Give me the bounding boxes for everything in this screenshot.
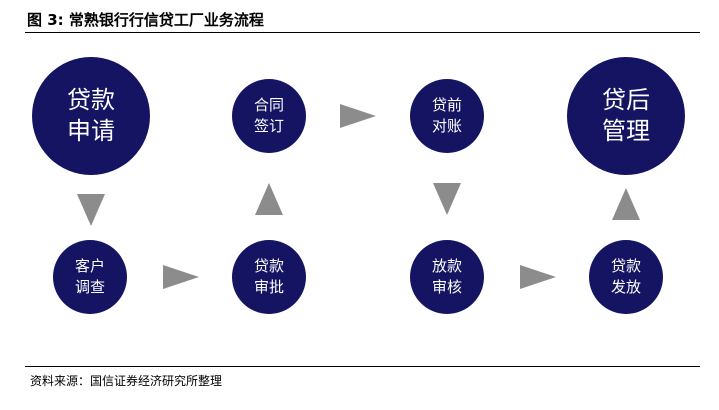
node-post-loan-management: 贷后 管理: [567, 57, 685, 175]
node-label-line1: 贷款: [253, 257, 284, 275]
node-label-line1: 贷后: [602, 86, 650, 114]
node-label-line1: 合同: [253, 96, 284, 114]
node-label-line2: 审批: [253, 278, 284, 296]
arrow-up-icon: [255, 183, 283, 215]
node-label-line2: 发放: [610, 278, 641, 296]
arrow-right-icon: [520, 265, 556, 289]
node-label-line1: 贷前: [431, 96, 462, 114]
node-label-line2: 审核: [431, 278, 462, 296]
node-label-line1: 放款: [431, 257, 462, 275]
arrow-up-icon: [612, 188, 640, 220]
footer-divider: [25, 366, 700, 367]
node-disbursement-review: 放款 审核: [410, 240, 484, 314]
arrow-down-icon: [77, 194, 105, 226]
figure-title: 图 3: 常熟银行行信贷工厂业务流程: [27, 11, 264, 29]
arrow-right-icon: [340, 104, 376, 128]
node-contract-signing: 合同 签订: [232, 79, 306, 153]
node-label-line2: 管理: [602, 117, 650, 145]
arrow-right-icon: [163, 265, 199, 289]
figure-source: 资料来源：国信证券经济研究所整理: [30, 374, 223, 388]
node-customer-survey: 客户 调查: [53, 240, 127, 314]
arrow-down-icon: [433, 183, 461, 215]
node-label-line2: 对账: [431, 117, 462, 135]
node-loan-approval: 贷款 审批: [232, 240, 306, 314]
node-label-line1: 贷款: [610, 257, 641, 275]
node-label-line1: 贷款: [67, 86, 115, 114]
node-label-line2: 签订: [253, 117, 284, 135]
node-pre-loan-reconciliation: 贷前 对账: [410, 79, 484, 153]
figure-header: 图 3: 常熟银行行信贷工厂业务流程: [25, 4, 700, 33]
node-loan-disbursement: 贷款 发放: [589, 240, 663, 314]
node-label-line1: 客户: [74, 257, 105, 275]
node-loan-application: 贷款 申请: [32, 57, 150, 175]
node-label-line2: 调查: [74, 278, 105, 296]
node-label-line2: 申请: [67, 117, 115, 145]
